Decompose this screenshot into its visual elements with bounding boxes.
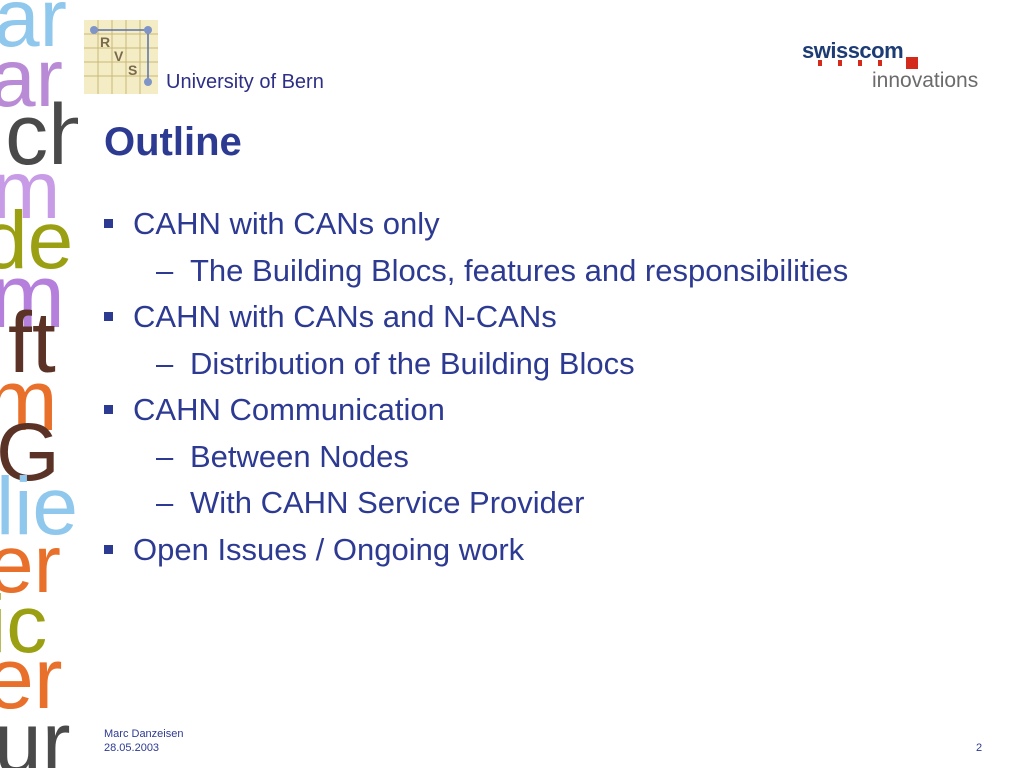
list-item: CAHN with CANs only	[104, 206, 1004, 253]
dash-marker: –	[156, 438, 174, 474]
list-item: CAHN with CANs and N-CANs	[104, 299, 1004, 346]
logo-letter-v: V	[114, 48, 124, 64]
list-subitem-text: With CAHN Service Provider	[190, 485, 585, 520]
swisscom-logo-text: swisscom	[802, 38, 904, 63]
list-item-text: CAHN Communication	[133, 392, 445, 427]
list-item: Open Issues / Ongoing work	[104, 532, 1004, 579]
list-item-text: Open Issues / Ongoing work	[133, 531, 525, 567]
page-number: 2	[976, 742, 983, 754]
square-bullet-icon	[104, 312, 113, 321]
outline-list: CAHN with CANs only – The Building Blocs…	[104, 206, 1004, 578]
logo-letter-r: R	[100, 34, 111, 50]
list-subitem: – Distribution of the Building Blocs	[104, 346, 1004, 393]
list-subitem: – The Building Blocs, features and respo…	[104, 253, 1004, 300]
list-item-text: CAHN with CANs and N-CANs	[133, 299, 557, 334]
dash-marker: –	[156, 485, 174, 520]
square-bullet-icon	[104, 405, 113, 414]
list-subitem: – Between Nodes	[104, 439, 1004, 486]
swisscom-logo-subtitle: innovations	[872, 69, 979, 92]
decorative-letter-strip: ar ar ich m de m ft m G lie er ic er ur	[0, 0, 78, 768]
list-subitem: – With CAHN Service Provider	[104, 485, 1004, 532]
slide-title: Outline	[104, 120, 242, 164]
square-bullet-icon	[104, 219, 113, 228]
square-bullet-icon	[104, 544, 113, 554]
logo-letter-s: S	[128, 62, 138, 78]
institution-name: University of Bern	[166, 71, 324, 93]
list-item: CAHN Communication	[104, 392, 1004, 439]
list-item-text: CAHN with CANs only	[133, 206, 440, 241]
list-subitem-text: Between Nodes	[190, 438, 409, 474]
list-subitem-text: The Building Blocs, features and respons…	[190, 252, 849, 288]
dash-marker: –	[156, 345, 174, 381]
rvs-logo: R V S	[84, 20, 158, 94]
footer-date: 28.05.2003	[104, 742, 160, 754]
dash-marker: –	[156, 252, 174, 288]
footer-author: Marc Danzeisen	[104, 728, 184, 740]
swisscom-logo-bars	[818, 57, 918, 69]
list-subitem-text: Distribution of the Building Blocs	[190, 345, 635, 381]
